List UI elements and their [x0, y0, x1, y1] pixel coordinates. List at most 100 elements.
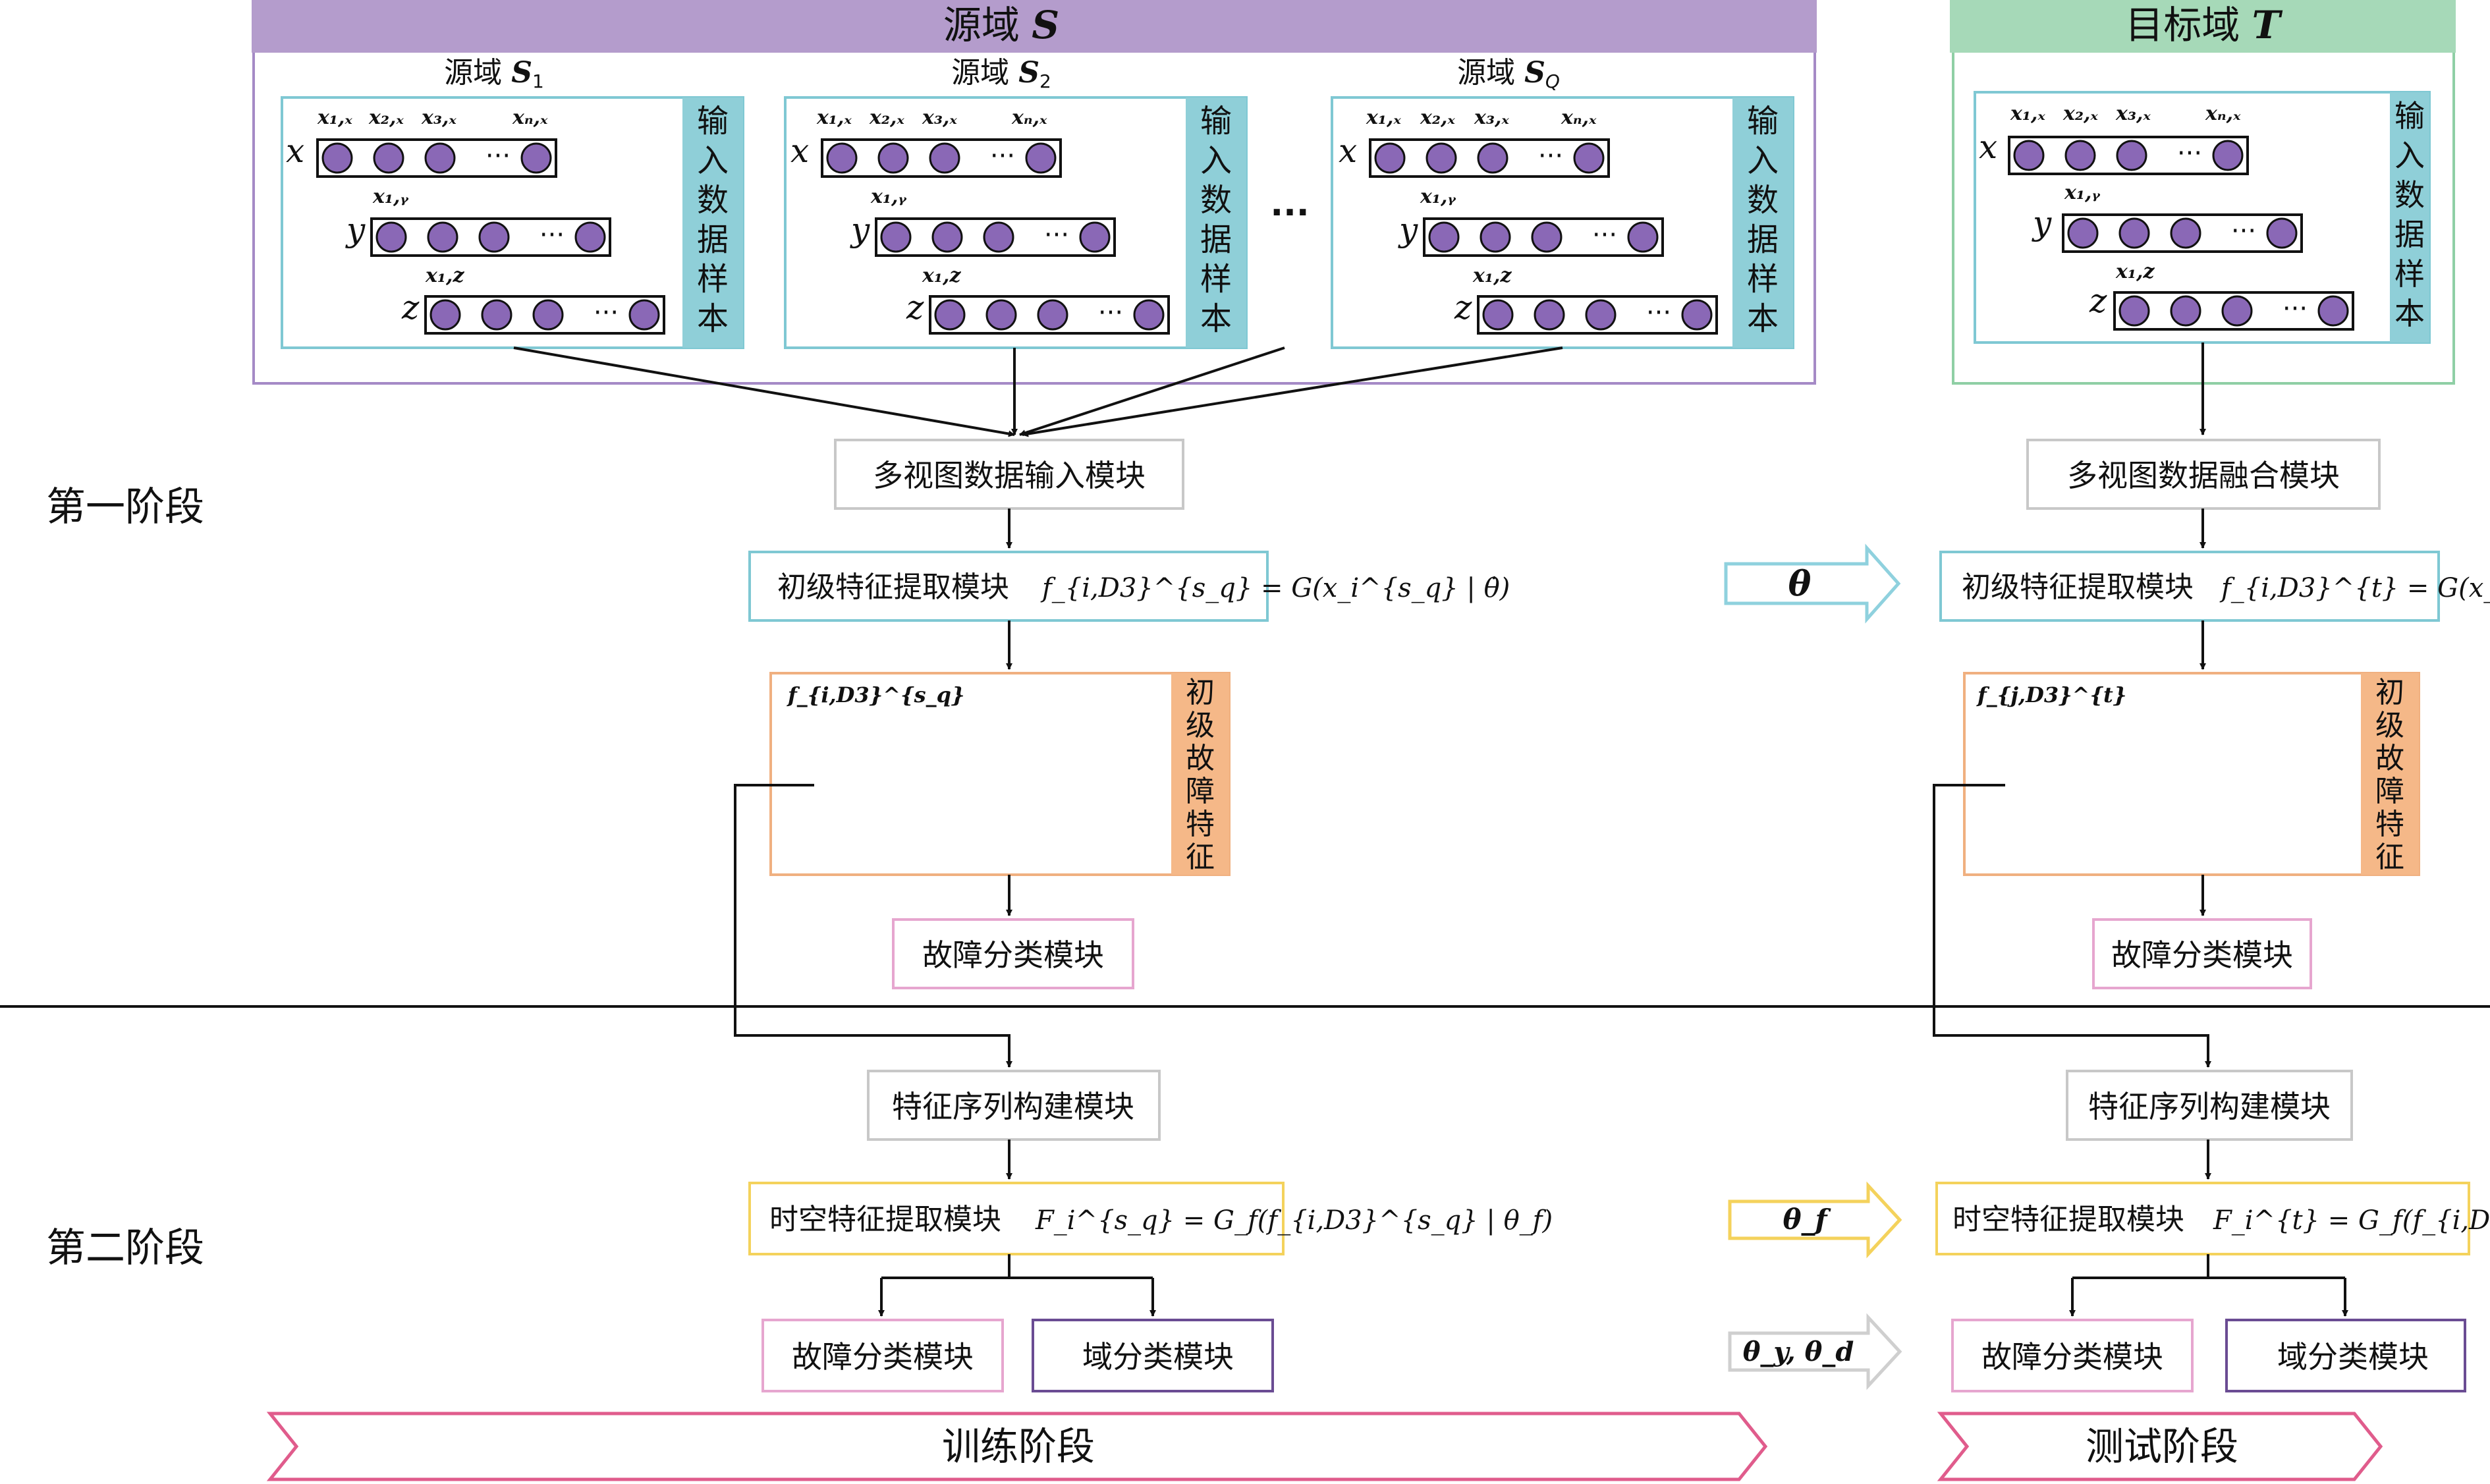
axis-z-label: z	[401, 289, 420, 327]
svg-text:x₁,ₓ: x₁,ₓ	[816, 106, 852, 129]
svg-text:特: 特	[1186, 808, 1215, 841]
svg-text:本: 本	[2394, 296, 2425, 331]
test-primary-extract-label: 初级特征提取模块	[1962, 570, 2194, 604]
data-node	[1482, 299, 1514, 331]
ellipsis: ···	[2282, 294, 2308, 324]
axis-x-label: x	[286, 132, 304, 170]
node-row-frame	[875, 217, 1116, 257]
side-text: 初 级 故 障 特 征	[1186, 676, 1215, 874]
svg-text:样: 样	[2394, 256, 2425, 292]
svg-text:级: 级	[1186, 709, 1215, 742]
data-node	[2317, 295, 2349, 327]
test-st-extract-formula: F_i^{t} = G_f(f_{i,D3}^{t} | θ_f)	[2213, 1205, 2490, 1236]
data-node	[1531, 221, 1563, 253]
data-node	[427, 221, 458, 253]
x-top-labels: x₁,ₓ x₂,ₓ x₃,ₓ xₙ,ₓ	[816, 106, 1047, 129]
ellipsis: ···	[1646, 298, 1671, 328]
y-top-label: x₁,ᵧ	[1420, 185, 1456, 208]
fault-cls-box-2	[761, 1319, 1004, 1392]
svg-text:xₙ,ₓ: xₙ,ₓ	[2205, 102, 2241, 125]
data-node	[429, 299, 461, 331]
axis-y-label: y	[345, 211, 366, 249]
svg-text:故: 故	[2375, 742, 2404, 775]
input-module-box	[834, 439, 1184, 510]
data-node	[1681, 299, 1713, 331]
node-row-frame	[821, 138, 1062, 178]
fault-cls-label-2: 故障分类模块	[792, 1339, 974, 1375]
test-fault-cls-box-1	[2092, 918, 2312, 989]
svg-text:x₁,ₓ: x₁,ₓ	[2010, 102, 2045, 125]
primary-extract-box	[748, 551, 1269, 622]
data-node	[2221, 295, 2253, 327]
svg-text:本: 本	[697, 300, 729, 337]
test-seq-build-label: 特征序列构建模块	[2088, 1089, 2331, 1124]
data-node	[1025, 142, 1057, 174]
side-bar	[1171, 673, 1229, 875]
feature-label: f_{i,D3}^{s_q}	[787, 682, 965, 707]
theta-f-label: θ_f	[1783, 1203, 1831, 1236]
data-node	[1534, 299, 1565, 331]
svg-text:x₃,ₓ: x₃,ₓ	[922, 106, 957, 129]
svg-text:xₙ,ₓ: xₙ,ₓ	[512, 106, 548, 129]
test-primary-extract-formula: f_{i,D3}^{t} = G(x_j^{t} | θ̇)	[2219, 573, 2490, 603]
svg-text:入: 入	[697, 142, 729, 179]
node-row-frame	[2113, 291, 2354, 331]
data-node	[2013, 140, 2045, 171]
svg-text:故: 故	[1186, 742, 1215, 775]
data-node	[375, 221, 407, 253]
side-text: 初 级 故 障 特 征	[2375, 676, 2404, 874]
side-text: 输 入 数 据 样 本	[1200, 103, 1232, 337]
ellipsis: ···	[990, 141, 1015, 171]
st-extract-box	[748, 1182, 1285, 1255]
axis-y-label: y	[1398, 211, 1418, 249]
data-node	[1477, 142, 1508, 174]
node-row-frame	[316, 138, 557, 178]
source-domain-header-bar	[252, 0, 1817, 53]
test-st-extract-box	[1935, 1182, 2470, 1255]
ellipsis: ···	[1044, 220, 1069, 250]
y-top-label: x₁,ᵧ	[2064, 181, 2101, 204]
axis-x-label: x	[1339, 132, 1357, 170]
theta-label: θ	[1788, 564, 1812, 604]
stage-1-label: 第一阶段	[46, 484, 204, 530]
data-node	[373, 142, 404, 174]
svg-text:据: 据	[1747, 221, 1779, 258]
domain-cls-box	[1032, 1319, 1274, 1392]
test-primary-feature-box	[1963, 672, 2420, 876]
data-node	[520, 142, 552, 174]
target-domain-header-bar	[1950, 0, 2456, 53]
theta-yd-label: θ_y, θ_d	[1743, 1336, 1854, 1367]
svg-text:数: 数	[1200, 182, 1232, 219]
node-row-frame	[929, 295, 1170, 335]
theta-f-transfer-arrow: θ_f	[1728, 1181, 1902, 1259]
data-node	[985, 299, 1017, 331]
svg-text:样: 样	[1747, 261, 1779, 298]
z-top-label: x₁,z	[2115, 260, 2155, 283]
data-node	[2170, 295, 2201, 327]
z-top-label: x₁,z	[425, 264, 464, 287]
svg-text:数: 数	[697, 182, 729, 219]
test-fault-cls-box-2	[1951, 1319, 2194, 1392]
hollow-arrow-icon	[1728, 1181, 1902, 1259]
test-feature-path	[1933, 784, 2211, 1068]
svg-text:本: 本	[1200, 300, 1232, 337]
svg-text:x₁,ₓ: x₁,ₓ	[1366, 106, 1401, 129]
data-node	[1425, 142, 1457, 174]
svg-text:级: 级	[2375, 709, 2404, 742]
domain-cls-label: 域分类模块	[1082, 1339, 1234, 1375]
data-node	[2118, 217, 2150, 249]
test-domain-cls-box	[2225, 1319, 2466, 1392]
ellipsis: ···	[2231, 216, 2256, 246]
data-node	[1585, 299, 1617, 331]
theta-yd-transfer-arrow: θ_y, θ_d	[1728, 1313, 1902, 1390]
ellipsis: ···	[1538, 141, 1563, 171]
test-fault-cls-label-2: 故障分类模块	[1981, 1339, 2163, 1375]
svg-text:本: 本	[1747, 300, 1779, 337]
data-node	[321, 142, 353, 174]
axis-y-label: y	[2032, 204, 2052, 242]
fusion-module-box	[2026, 439, 2381, 510]
fault-cls-box-1	[892, 918, 1134, 989]
source-domain-header: 源域 S	[943, 3, 1059, 47]
source-domain-panel-2: 源域 S2 输 入 数 据 样 本 x₁,ₓ x₂,ₓ x₃,ₓ xₙ,ₓ x₁…	[784, 56, 1248, 349]
data-node	[2266, 217, 2298, 249]
